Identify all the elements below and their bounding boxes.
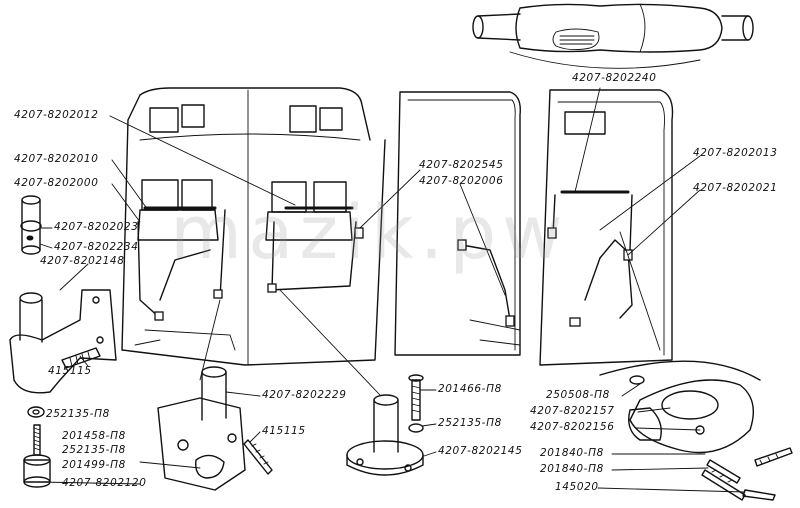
label-201466-p8: 201466-П8	[438, 383, 502, 395]
label-201499-p8: 201499-П8	[62, 459, 126, 471]
label-4207-8202120: 4207-8202120	[62, 477, 147, 489]
label-4207-8202012: 4207-8202012	[14, 109, 99, 121]
label-4207-8202545: 4207-8202545	[419, 159, 504, 171]
handrail-bracket-left	[9, 289, 117, 394]
label-201458-p8: 201458-П8	[62, 430, 126, 442]
bus-rear-wall	[121, 87, 386, 366]
split-clamp-assembly	[599, 360, 793, 501]
label-252135-p8-right: 252135-П8	[438, 417, 502, 429]
tube-clamp-detail	[20, 195, 42, 255]
label-4207-8202006: 4207-8202006	[419, 175, 504, 187]
label-4207-8202013: 4207-8202013	[693, 147, 778, 159]
label-145020: 145020	[555, 481, 599, 493]
label-4207-8202021: 4207-8202021	[693, 182, 778, 194]
label-415115-left: 415115	[48, 365, 92, 377]
handrail-pad-inset	[472, 3, 754, 193]
label-415115-mid: 415115	[262, 425, 306, 437]
leader-lines	[39, 115, 746, 493]
label-4207-8202229: 4207-8202229	[262, 389, 347, 401]
label-252135-p8-mid: 252135-П8	[62, 444, 126, 456]
label-4207-8202145: 4207-8202145	[438, 445, 523, 457]
label-4207-8202010: 4207-8202010	[14, 153, 99, 165]
label-4207-8202148: 4207-8202148	[40, 255, 125, 267]
bus-right-panel	[539, 89, 674, 366]
label-4207-8202240: 4207-8202240	[572, 72, 657, 84]
label-4207-8202157: 4207-8202157	[530, 405, 615, 417]
label-201840-p8-a: 201840-П8	[540, 447, 604, 459]
label-250508-p8: 250508-П8	[546, 389, 610, 401]
label-4207-8202156: 4207-8202156	[530, 421, 615, 433]
label-4207-8202234: 4207-8202234	[54, 241, 139, 253]
label-4207-8202000: 4207-8202000	[14, 177, 99, 189]
label-252135-p8-left: 252135-П8	[46, 408, 110, 420]
label-4207-8202023: 4207-8202023	[54, 221, 139, 233]
bus-side-panel	[394, 91, 521, 356]
label-201840-p8-b: 201840-П8	[540, 463, 604, 475]
handrail-base	[346, 374, 424, 476]
handrail-bracket-middle	[157, 366, 273, 491]
